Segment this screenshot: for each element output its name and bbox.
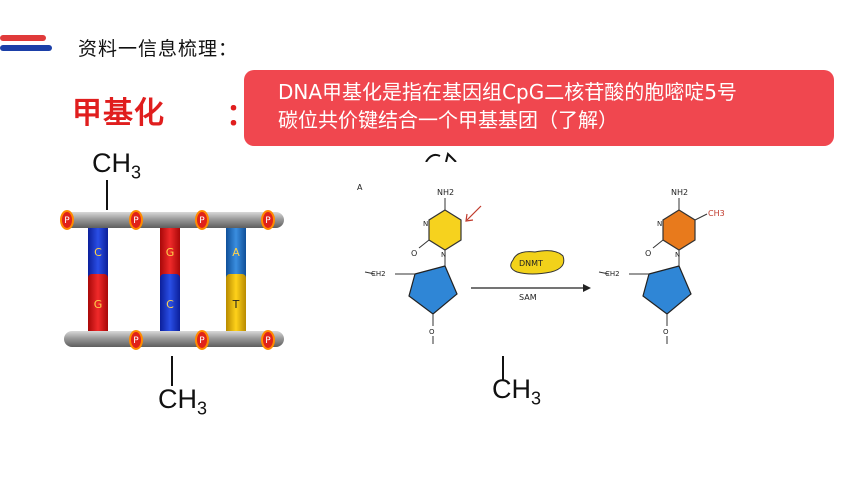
top-phosphates: P P P P — [60, 210, 275, 230]
svg-text:NH2: NH2 — [437, 188, 454, 197]
logo-stripe-red — [0, 35, 46, 41]
svg-text:P: P — [265, 336, 271, 346]
ch3-bottom-bond — [171, 356, 173, 386]
base-t — [226, 274, 246, 338]
panel-label: A — [357, 183, 363, 192]
cytosine-left: NH2 N N O — [411, 188, 482, 266]
definition-line-2: 碳位共价键结合一个甲基基团（了解） — [278, 108, 618, 132]
svg-text:CH3: CH3 — [708, 209, 725, 218]
svg-text:O: O — [663, 328, 669, 336]
bottom-phosphates: P P P — [129, 330, 275, 350]
sugar-right: CH2 O — [598, 265, 692, 344]
svg-text:O: O — [645, 249, 651, 258]
definition-callout: DNA甲基化是指在基因组CpG二核苷酸的胞嘧啶5号 碳位共价键结合一个甲基基团（… — [244, 70, 834, 146]
base-c — [88, 220, 108, 282]
dna-ladder: C G G C A T P P P P P P P — [60, 210, 284, 350]
page-heading: 资料一信息梳理： — [78, 38, 239, 60]
base-c-2 — [160, 274, 180, 338]
svg-text:N: N — [423, 220, 428, 228]
base-pair-3: A T — [226, 220, 246, 338]
svg-text:SAM: SAM — [519, 293, 537, 302]
base-pair-1: C G — [88, 220, 108, 338]
svg-text:N: N — [441, 251, 446, 259]
ch3-top-label: CH3 — [92, 148, 142, 183]
svg-text:CH2: CH2 — [605, 270, 620, 278]
base-c-label: C — [94, 246, 102, 259]
svg-text:P: P — [199, 216, 205, 226]
base-c-2-label: C — [166, 298, 174, 311]
svg-text:P: P — [265, 216, 271, 226]
logo-stripes — [0, 35, 52, 51]
base-a — [226, 220, 246, 282]
logo-stripe-blue — [0, 45, 52, 51]
svg-text:P: P — [199, 336, 205, 346]
ch3-top-bond — [106, 180, 108, 210]
methylation-site-arrow — [466, 205, 482, 221]
svg-text:P: P — [64, 216, 70, 226]
base-a-label: A — [232, 246, 240, 259]
base-pair-2: G C — [160, 220, 180, 338]
dnmt-blob — [510, 250, 565, 275]
reaction-arrow-group: DNMT SAM — [471, 250, 591, 302]
sugar-left: CH2 O — [364, 265, 458, 344]
base-g — [88, 274, 108, 338]
ch3-bottom-label: CH3 — [158, 384, 208, 419]
methylation-reaction-diagram: A NH2 N N O CH2 O DNMT SAM NH2 CH — [357, 183, 725, 344]
svg-text:NH2: NH2 — [671, 188, 688, 197]
ch3-reaction-label: CH3 — [492, 374, 542, 409]
svg-text:N: N — [675, 251, 680, 259]
base-g-2-label: G — [166, 246, 175, 259]
base-t-label: T — [232, 298, 240, 311]
base-g-label: G — [94, 298, 103, 311]
methylcytosine-right: NH2 CH3 N N O — [645, 188, 725, 266]
svg-text:DNMT: DNMT — [519, 259, 543, 268]
definition-line-1: DNA甲基化是指在基因组CpG二核苷酸的胞嘧啶5号 — [278, 80, 737, 104]
svg-text:N: N — [657, 220, 662, 228]
svg-text:CH2: CH2 — [371, 270, 386, 278]
base-g-2 — [160, 220, 180, 282]
svg-text:O: O — [429, 328, 435, 336]
svg-text:P: P — [133, 336, 139, 346]
bottom-backbone — [64, 331, 284, 347]
hidden-label-fragment — [425, 152, 457, 162]
top-backbone — [64, 212, 284, 228]
term-title: 甲基化 — [72, 96, 165, 131]
svg-text:P: P — [133, 216, 139, 226]
ch3-reaction-bond — [502, 356, 504, 380]
svg-text:O: O — [411, 249, 417, 258]
